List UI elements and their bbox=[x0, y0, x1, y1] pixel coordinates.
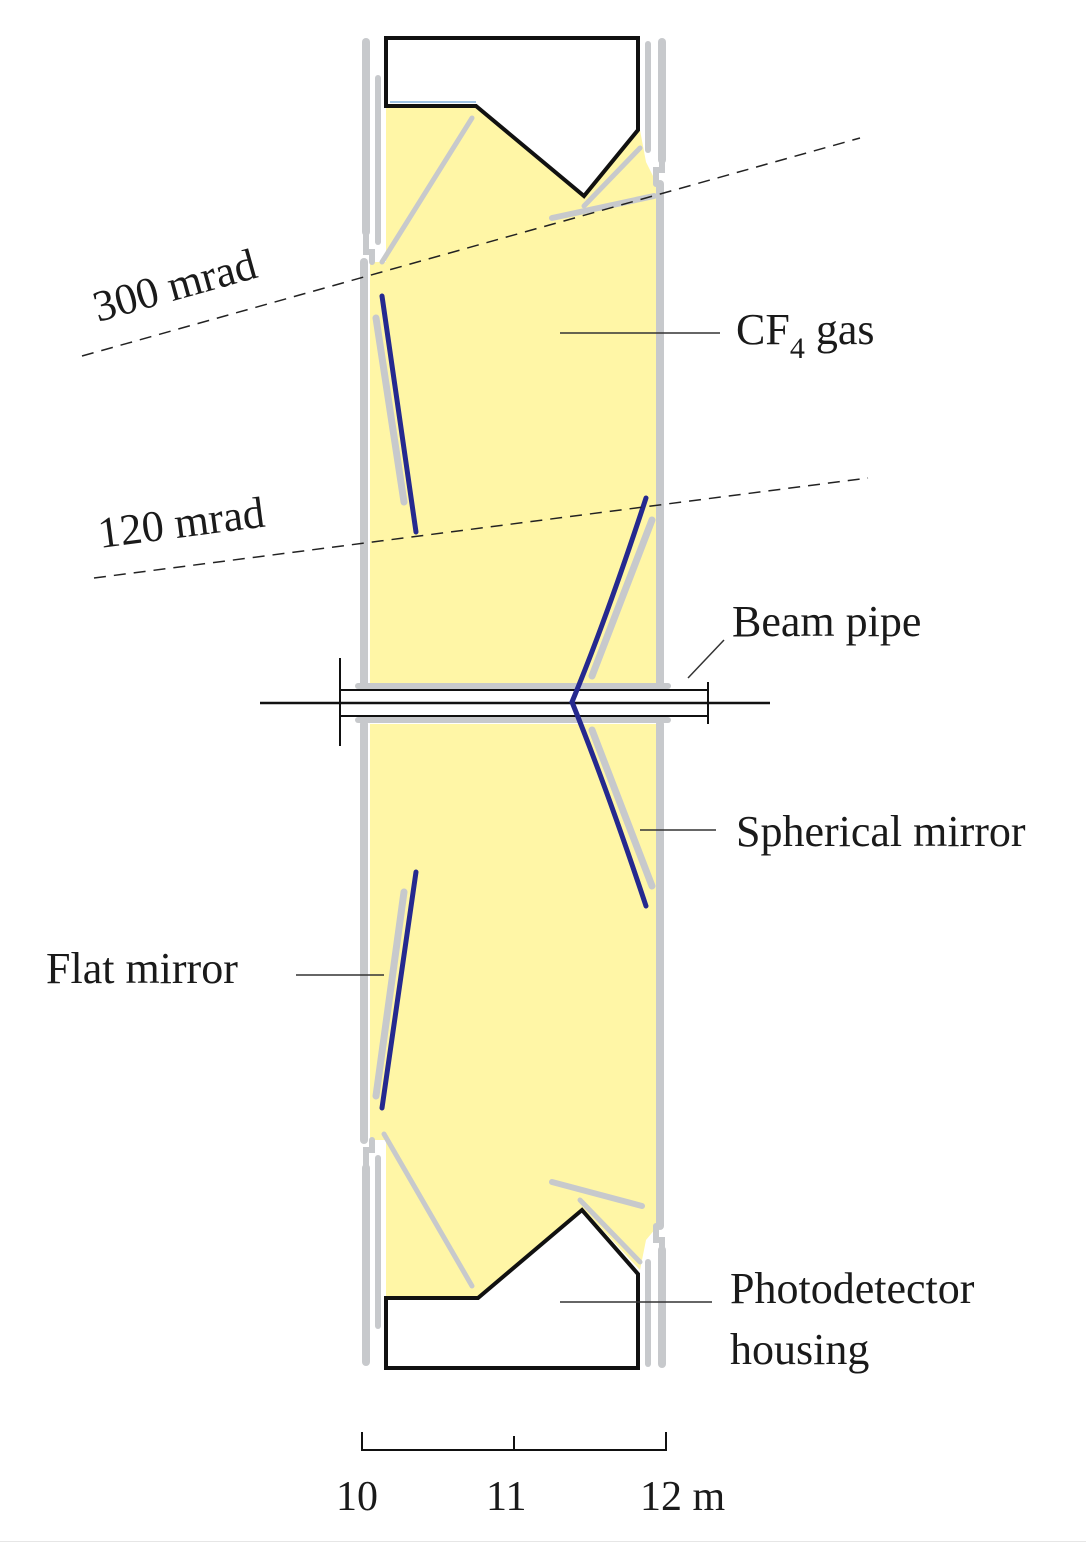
gas-lower-region bbox=[370, 724, 656, 1298]
label-flat-mirror: Flat mirror bbox=[46, 944, 238, 993]
angle-line-120mrad bbox=[93, 477, 869, 579]
cf4-gas-volume bbox=[370, 108, 656, 1298]
label-photodetector-line2: housing bbox=[730, 1325, 869, 1374]
right-step-bottom bbox=[653, 1223, 665, 1253]
flat-mirror-support-lower bbox=[372, 888, 408, 1100]
upper-photodetector-housing bbox=[384, 36, 640, 199]
angle-line-300mrad bbox=[81, 137, 861, 357]
upper-window bbox=[549, 193, 657, 221]
scale-label-11: 11 bbox=[486, 1474, 526, 1520]
gas-upper-region bbox=[370, 108, 656, 684]
spherical-mirror bbox=[569, 495, 649, 909]
scale-bar bbox=[361, 1432, 667, 1451]
flat-mirror-support-upper bbox=[372, 314, 408, 506]
lower-photodetector-housing bbox=[384, 1207, 640, 1370]
label-cf4-gas: CF4 gas bbox=[736, 305, 874, 365]
page-bottom-rule bbox=[0, 1541, 1086, 1542]
label-120-mrad: 120 mrad bbox=[95, 488, 267, 558]
label-300-mrad: 300 mrad bbox=[88, 239, 262, 331]
label-spherical-mirror: Spherical mirror bbox=[736, 807, 1026, 856]
upper-right-shield bbox=[581, 145, 643, 209]
lower-window bbox=[549, 1179, 645, 1209]
flat-mirror-upper bbox=[379, 293, 419, 535]
leader-beam-pipe bbox=[687, 639, 725, 679]
scale-label-10: 10 bbox=[336, 1474, 378, 1520]
upper-left-shield bbox=[379, 115, 475, 265]
photodetector-housings bbox=[384, 36, 640, 1370]
vessel-walls bbox=[355, 38, 671, 1368]
mirrors bbox=[379, 293, 649, 1111]
right-step-top bbox=[653, 157, 665, 187]
beam-pipe bbox=[260, 658, 770, 746]
lower-left-shield bbox=[381, 1131, 475, 1289]
lower-right-shield bbox=[577, 1197, 643, 1265]
left-step-bottom bbox=[363, 1137, 375, 1171]
spherical-mirror-support-upper bbox=[588, 516, 656, 680]
label-beam-pipe: Beam pipe bbox=[732, 597, 921, 646]
scale-label-12m: 12 m bbox=[640, 1474, 726, 1520]
leader-lines bbox=[296, 332, 725, 1303]
left-step-top bbox=[363, 229, 375, 265]
label-photodetector-line1: Photodetector bbox=[730, 1264, 975, 1313]
spherical-mirror-support-lower bbox=[588, 726, 656, 890]
flat-mirror-lower bbox=[379, 869, 419, 1111]
acceptance-angle-lines bbox=[81, 137, 869, 579]
